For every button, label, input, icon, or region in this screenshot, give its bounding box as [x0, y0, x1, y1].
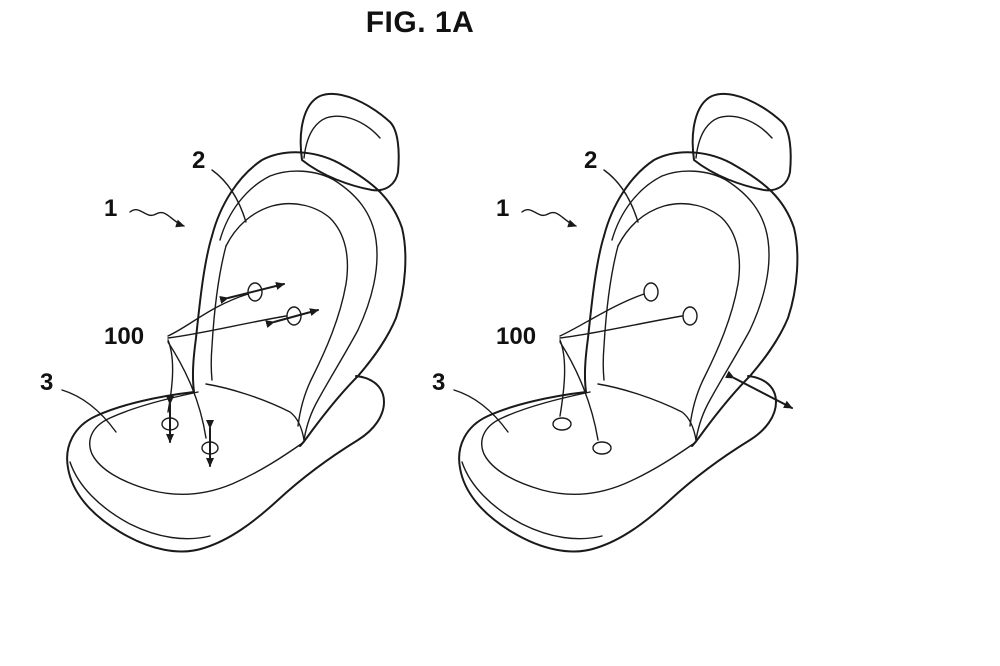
- right-backrest-panel-left: [602, 245, 619, 381]
- right-actuator-back-lower: [682, 306, 698, 326]
- left-ref-cushion: 3: [40, 369, 53, 396]
- figure-title: FIG. 1A: [365, 6, 475, 39]
- left-leader-1: [129, 209, 185, 228]
- left-actuator-back-upper: [219, 282, 285, 304]
- right-leader-2: [603, 169, 639, 223]
- left-actuator-back-lower: [265, 306, 319, 328]
- left-backrest-panel-left: [210, 245, 227, 381]
- left-cushion-top: [89, 391, 305, 495]
- right-leader-1: [521, 209, 577, 228]
- right-seat-drawing: 1 2 3 100: [432, 92, 799, 553]
- right-recline-arrow: [725, 370, 793, 409]
- left-leader-100-b: [167, 315, 287, 339]
- left-backrest-bolster: [219, 170, 378, 441]
- left-headrest: [299, 92, 400, 192]
- left-headrest-front: [303, 115, 381, 159]
- right-ref-backrest: 2: [584, 147, 597, 174]
- right-headrest-front: [695, 115, 773, 159]
- left-cushion-outer: [66, 375, 385, 553]
- left-cushion-inner: [205, 383, 305, 441]
- right-backrest-panel: [617, 203, 741, 427]
- left-backrest-panel: [225, 203, 349, 427]
- left-seat-drawing: 1 2 3 100: [40, 92, 407, 553]
- left-cushion-front: [69, 461, 211, 540]
- right-leader-100-b: [559, 315, 683, 339]
- left-leader-2: [211, 169, 247, 223]
- left-ref-backrest: 2: [192, 147, 205, 174]
- right-headrest: [691, 92, 792, 192]
- right-ref-actuators: 100: [496, 323, 536, 350]
- right-backrest-bolster: [611, 170, 770, 441]
- left-ref-seat: 1: [104, 195, 117, 222]
- left-ref-actuators: 100: [104, 323, 144, 350]
- left-leader-3: [61, 389, 117, 433]
- left-leader-100-c: [167, 339, 174, 413]
- right-leader-100-d: [559, 341, 599, 441]
- left-leader-100-d: [167, 341, 207, 439]
- right-leader-100-a: [559, 293, 645, 337]
- left-actuator-seat-left: [161, 396, 179, 443]
- right-leader-100-c: [559, 339, 566, 417]
- right-leader-3: [453, 389, 509, 433]
- right-actuator-seat-right: [592, 441, 612, 455]
- right-cushion-front: [461, 461, 603, 540]
- right-ref-cushion: 3: [432, 369, 445, 396]
- right-cushion-inner: [597, 383, 697, 441]
- right-actuator-seat-left: [552, 417, 572, 431]
- right-backrest-left-edge: [583, 235, 605, 393]
- right-ref-seat: 1: [496, 195, 509, 222]
- right-cushion-top: [481, 391, 697, 495]
- left-actuator-seat-right: [201, 420, 219, 467]
- left-backrest-outer: [211, 151, 407, 447]
- left-backrest-left-edge: [191, 235, 213, 393]
- right-cushion-outer: [458, 375, 777, 553]
- right-actuator-back-upper: [643, 282, 659, 302]
- right-backrest-outer: [603, 151, 799, 447]
- left-leader-100-a: [167, 293, 249, 337]
